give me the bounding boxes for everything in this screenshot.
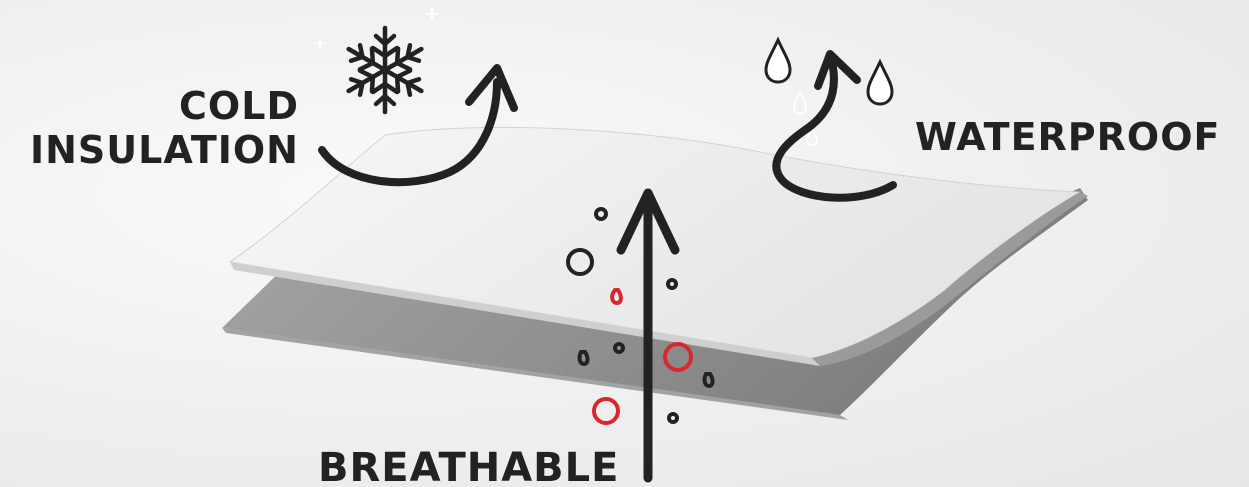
curved-arrow-icon (318, 64, 518, 187)
particle (592, 397, 620, 425)
particle (666, 278, 678, 290)
top-fabric-layer (228, 126, 1088, 366)
water-drop-icon (764, 36, 894, 106)
waterproof-label: WATERPROOF (915, 115, 1221, 159)
particle (566, 248, 594, 276)
cold-label-line1: COLD (179, 84, 299, 128)
bottom-fabric-layer (222, 188, 1088, 420)
vapor-particles (566, 207, 715, 425)
breathable-label: BREATHABLE (318, 445, 620, 487)
snowflake-icon (343, 25, 428, 112)
up-arrow-icon (616, 188, 680, 483)
particle (594, 207, 608, 221)
particle (667, 412, 679, 424)
wavy-arrow-icon (772, 50, 897, 202)
particle (610, 288, 623, 306)
particle (663, 342, 693, 372)
cold-insulation-label: COLD INSULATION (30, 84, 299, 172)
cold-label-line2: INSULATION (29, 128, 299, 173)
water-drop-faint-icon (792, 89, 819, 147)
particle (577, 350, 590, 367)
particle (613, 342, 625, 354)
sparkle-icon (315, 8, 438, 48)
particle (702, 372, 715, 389)
